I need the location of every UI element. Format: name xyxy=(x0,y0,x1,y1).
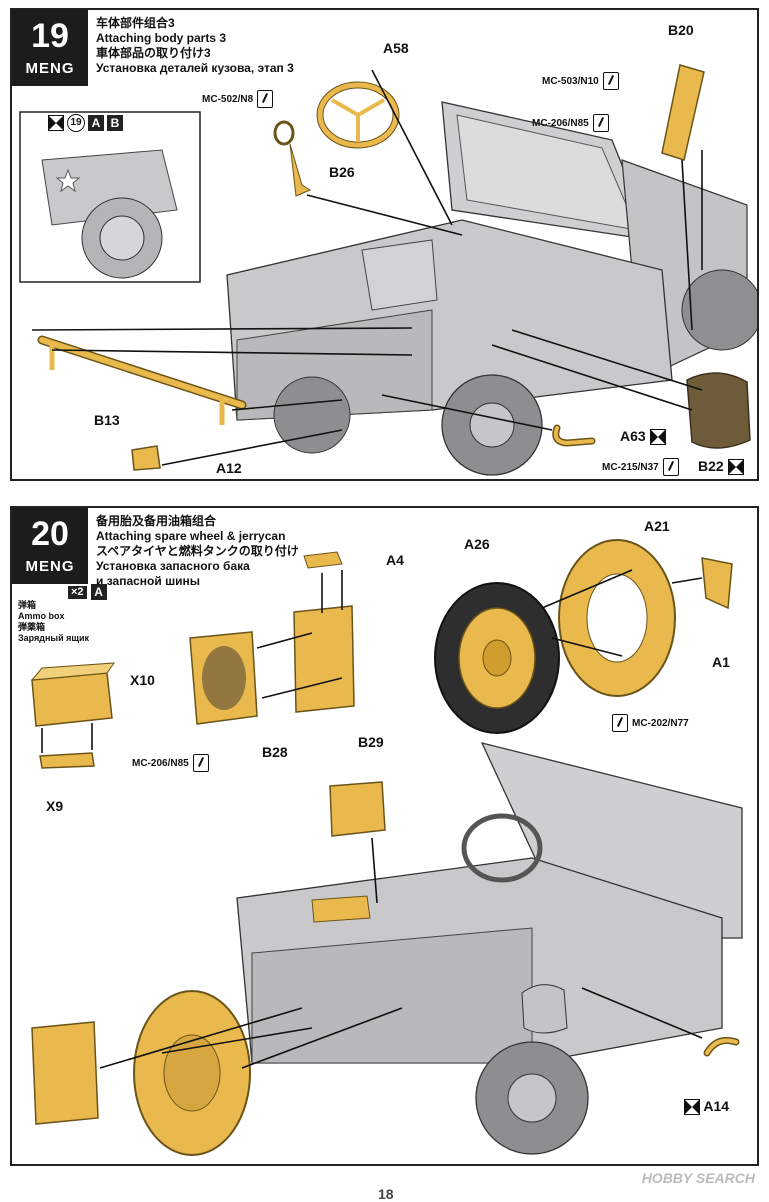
step-19-illustration xyxy=(19,64,757,476)
label-a1: A1 xyxy=(712,654,730,670)
wheel-rim-part xyxy=(558,539,676,697)
title-jp: スペアタイヤと燃料タンクの取り付け xyxy=(96,544,299,558)
title-ru: Установка деталей кузова, этап 3 xyxy=(96,61,294,75)
ammo-en: Ammo box xyxy=(18,611,65,621)
paint-mc206: MC-206/N85 xyxy=(132,754,209,772)
bracket-part-a1 xyxy=(701,557,733,610)
part-a12 xyxy=(131,445,161,471)
ammo-box-loose xyxy=(329,781,386,837)
assembly-arrows xyxy=(41,569,703,1069)
ammo-box-part xyxy=(30,662,116,769)
inset-reference: 19 A B xyxy=(48,114,123,132)
paint-mc215: MC-215/N37 xyxy=(602,458,679,476)
label-x9: X9 xyxy=(46,798,64,814)
title-cn: 备用胎及备用油箱组合 xyxy=(96,514,217,528)
ammo-box-callout: ×2 A 弹箱 Ammo box 弾薬箱 Зарядный ящик xyxy=(18,584,107,644)
spare-tire-part xyxy=(434,582,560,734)
step-19-badge: 19 MENG xyxy=(12,10,88,86)
paintbrush-icon xyxy=(592,114,609,132)
label-a21: A21 xyxy=(644,518,670,534)
windshield xyxy=(441,101,654,241)
rear-view-inset xyxy=(19,111,201,283)
spare-wheel-assembled xyxy=(133,990,251,1156)
watermark: HOBBY SEARCH xyxy=(641,1170,755,1186)
step-20-panel: 20 MENG 备用胎及备用油箱组合 Attaching spare wheel… xyxy=(10,506,759,1166)
part-a63 xyxy=(552,424,596,447)
jerrycan-canvas-part xyxy=(189,631,258,725)
bowtie-icon xyxy=(727,459,744,476)
part-letter-a: A xyxy=(90,584,107,600)
label-a4: A4 xyxy=(386,552,404,568)
ammo-jp: 弾薬箱 xyxy=(18,622,46,632)
title-ru-1: Установка запасного бака xyxy=(96,559,250,573)
paintbrush-icon xyxy=(662,458,679,476)
title-en: Attaching body parts 3 xyxy=(96,31,227,45)
bowtie-icon xyxy=(48,115,64,131)
label-a63: A63 xyxy=(620,428,666,446)
label-b22: B22 xyxy=(698,458,744,476)
part-letter-a: A xyxy=(88,115,104,131)
label-b26: B26 xyxy=(329,164,355,180)
step-number: 19 xyxy=(31,17,69,55)
quantity-badge: ×2 xyxy=(68,585,87,599)
label-a12: A12 xyxy=(216,460,242,476)
bowtie-icon xyxy=(649,429,666,446)
part-letter-b: B xyxy=(107,115,123,131)
ammo-ru: Зарядный ящик xyxy=(18,633,90,643)
step-20-titles: 备用胎及备用油箱组合 Attaching spare wheel & jerry… xyxy=(96,514,299,589)
label-a26: A26 xyxy=(464,536,490,552)
step-number: 20 xyxy=(31,515,69,553)
brand-logo: MENG xyxy=(25,60,75,77)
paintbrush-icon xyxy=(602,72,619,90)
paintbrush-icon xyxy=(612,714,628,732)
label-a14: A14 xyxy=(684,1098,729,1116)
tool-part-b20 xyxy=(661,64,705,161)
paint-mc502: MC-502/N8 xyxy=(202,90,274,108)
jeep-body xyxy=(226,219,673,476)
step-ref-circle: 19 xyxy=(67,114,85,132)
step-20-badge: 20 MENG xyxy=(12,508,88,584)
label-a58: A58 xyxy=(383,40,409,56)
title-en: Attaching spare wheel & jerrycan xyxy=(96,529,286,543)
assembly-arrows xyxy=(31,69,703,466)
jerrycan-assembled xyxy=(31,1021,99,1125)
paint-mc503: MC-503/N10 xyxy=(542,72,619,90)
title-ru-2: и запасной шины xyxy=(96,574,200,588)
title-cn: 车体部件组合3 xyxy=(96,16,175,30)
label-b13: B13 xyxy=(94,412,120,428)
label-x10: X10 xyxy=(130,672,155,688)
step-19-panel: 19 MENG 车体部件组合3 Attaching body parts 3 車… xyxy=(10,8,759,481)
jeep-body xyxy=(236,742,743,1155)
ammo-cn: 弹箱 xyxy=(18,600,37,610)
step-19-titles: 车体部件组合3 Attaching body parts 3 車体部品の取り付け… xyxy=(96,16,294,76)
mirror-part xyxy=(273,120,312,197)
canvas-bag-part xyxy=(686,372,751,449)
paintbrush-icon xyxy=(192,754,209,772)
step-20-illustration xyxy=(30,539,743,1156)
label-b29: B29 xyxy=(358,734,384,750)
paintbrush-icon xyxy=(257,90,274,108)
part-a14 xyxy=(703,1036,740,1057)
bowtie-icon xyxy=(684,1099,700,1116)
brand-logo: MENG xyxy=(25,558,75,575)
page-number: 18 xyxy=(378,1186,394,1202)
label-b20: B20 xyxy=(668,22,694,38)
paint-mc206: MC-206/N85 xyxy=(532,114,609,132)
paint-mc202: MC-202/N77 xyxy=(612,714,689,732)
label-b28: B28 xyxy=(262,744,288,760)
title-jp: 車体部品の取り付け3 xyxy=(96,46,211,60)
